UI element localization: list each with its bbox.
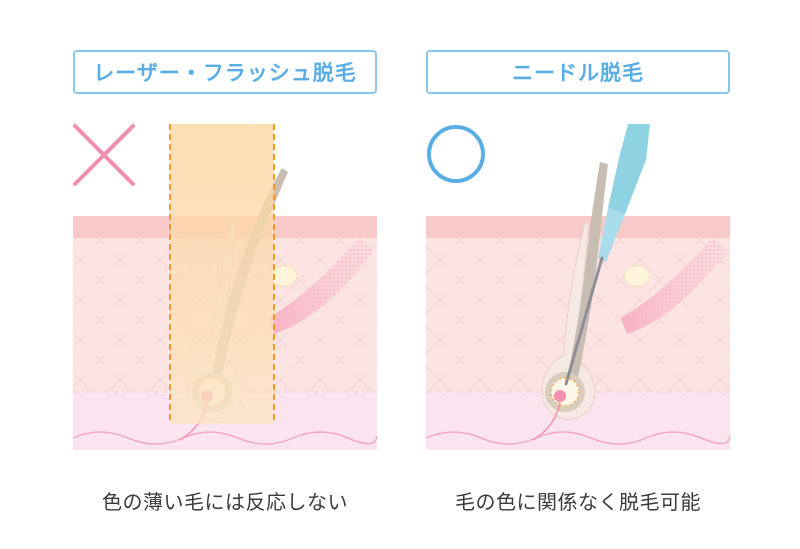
right-hair-shaft	[568, 162, 608, 378]
left-panel	[72, 124, 378, 450]
needle	[564, 256, 604, 386]
cross-mark-icon	[73, 124, 135, 186]
laser-caption: 色の薄い毛には反応しない	[102, 490, 348, 514]
right-dermal-papilla	[554, 390, 566, 402]
right-panel	[425, 124, 731, 450]
laser-flash-title: レーザー・フラッシュ脱毛	[93, 61, 357, 85]
right-sebaceous-gland	[623, 265, 651, 287]
needle-caption: 毛の色に関係なく脱毛可能	[455, 490, 701, 514]
circle-mark-icon	[427, 125, 485, 183]
laser-beam	[169, 124, 275, 424]
needle-holder	[598, 124, 650, 262]
needle-title: ニードル脱毛	[512, 61, 644, 85]
needle-label: ニードル脱毛	[426, 50, 730, 94]
laser-flash-label: レーザー・フラッシュ脱毛	[73, 50, 377, 94]
